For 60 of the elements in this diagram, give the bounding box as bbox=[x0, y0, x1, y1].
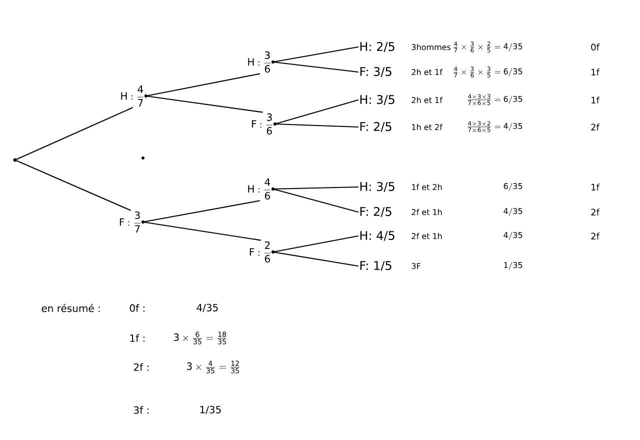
count-label: 1f bbox=[592, 184, 600, 190]
branch-label: $\mathrm{H} : \frac{4}{6}$ bbox=[248, 178, 271, 200]
count-label: 2f bbox=[591, 208, 600, 216]
branch-line bbox=[272, 61, 359, 73]
outcome-description: 1h et 2f bbox=[412, 124, 443, 130]
branch-label: $\mathrm{H} : \frac{4}{7}$ bbox=[121, 86, 144, 106]
branch-label: $\mathrm{F} : \frac{2}{6}$ bbox=[250, 241, 271, 263]
probability-formula: $\frac{4\times3\times3}{7\times6\times5} = 6/35$ bbox=[468, 94, 522, 106]
outcome-description: 2h et 1f bbox=[412, 68, 443, 76]
count-label: 1f : bbox=[130, 334, 144, 342]
branch-line bbox=[272, 186, 359, 190]
outcome-label: F: 2/5 bbox=[360, 207, 392, 218]
probability-formula: $\frac{4}{7}\times\frac{3}{6}\times\frac{3}{5} = 6/35$ bbox=[454, 66, 522, 78]
branch-line bbox=[272, 188, 359, 213]
count-label: 0f bbox=[591, 44, 600, 50]
summary-heading: en résumé : bbox=[42, 304, 100, 312]
probability-formula: $3\times\frac{6}{35} = \frac{18}{35}$ bbox=[174, 332, 227, 344]
probability-value: 4/35 bbox=[196, 304, 218, 312]
branch-label: $\mathrm{F} : \frac{3}{7}$ bbox=[120, 211, 141, 233]
probability-formula: $\frac{4}{7}\times\frac{3}{6}\times\frac{2}{5} = 4/35$ bbox=[454, 42, 522, 52]
outcome-description: 2h et 1f bbox=[412, 96, 443, 104]
probability-formula: $4/35$ bbox=[504, 232, 522, 240]
count-label: 2f bbox=[591, 124, 600, 130]
count-label: 2f : bbox=[134, 363, 148, 371]
probability-value: 1/35 bbox=[200, 406, 221, 414]
count-label: 1f bbox=[592, 96, 600, 104]
count-label: 3f : bbox=[134, 406, 148, 414]
branch-line bbox=[145, 95, 263, 113]
probability-formula: $6/35$ bbox=[504, 183, 522, 191]
outcome-label: H: 2/5 bbox=[360, 42, 394, 52]
branch-line bbox=[272, 235, 359, 253]
outcome-label: H: 3/5 bbox=[360, 95, 394, 106]
count-label: 2f bbox=[591, 232, 600, 240]
probability-formula: $4/35$ bbox=[504, 208, 522, 216]
outcome-label: F: 2/5 bbox=[360, 122, 392, 132]
outcome-description: 3F bbox=[412, 262, 420, 270]
outcome-description: 3hommes bbox=[412, 44, 451, 50]
outcome-label: H: 3/5 bbox=[360, 182, 394, 192]
branch-label: $\mathrm{F} : \frac{3}{6}$ bbox=[252, 113, 273, 135]
probability-formula: $\frac{4\times3\times2}{7\times6\times5} = 4/35$ bbox=[468, 121, 522, 132]
branch-line bbox=[16, 160, 131, 211]
outcome-label: H: 4/5 bbox=[360, 231, 394, 241]
branch-line bbox=[272, 251, 359, 267]
count-label: 0f : bbox=[130, 304, 144, 312]
outcome-description: 2f et 1h bbox=[412, 208, 442, 216]
branch-line bbox=[145, 73, 260, 97]
outcome-label: F: 3/5 bbox=[360, 67, 392, 78]
branch-label: $\mathrm{H} : \frac{3}{6}$ bbox=[248, 51, 271, 73]
branch-line bbox=[142, 200, 260, 223]
count-label: 1f bbox=[592, 68, 600, 76]
branch-line bbox=[16, 107, 134, 160]
outcome-description: 1f et 2h bbox=[412, 184, 442, 190]
branch-line bbox=[274, 123, 359, 128]
branch-line bbox=[272, 46, 359, 63]
probability-formula: $1/35$ bbox=[504, 262, 522, 270]
branch-line bbox=[274, 99, 359, 125]
probability-formula: $3\times\frac{4}{35} = \frac{12}{35}$ bbox=[186, 360, 240, 374]
outcome-description: 2f et 1h bbox=[412, 232, 442, 240]
branch-line bbox=[142, 221, 261, 241]
outcome-label: F: 1/5 bbox=[360, 261, 392, 271]
